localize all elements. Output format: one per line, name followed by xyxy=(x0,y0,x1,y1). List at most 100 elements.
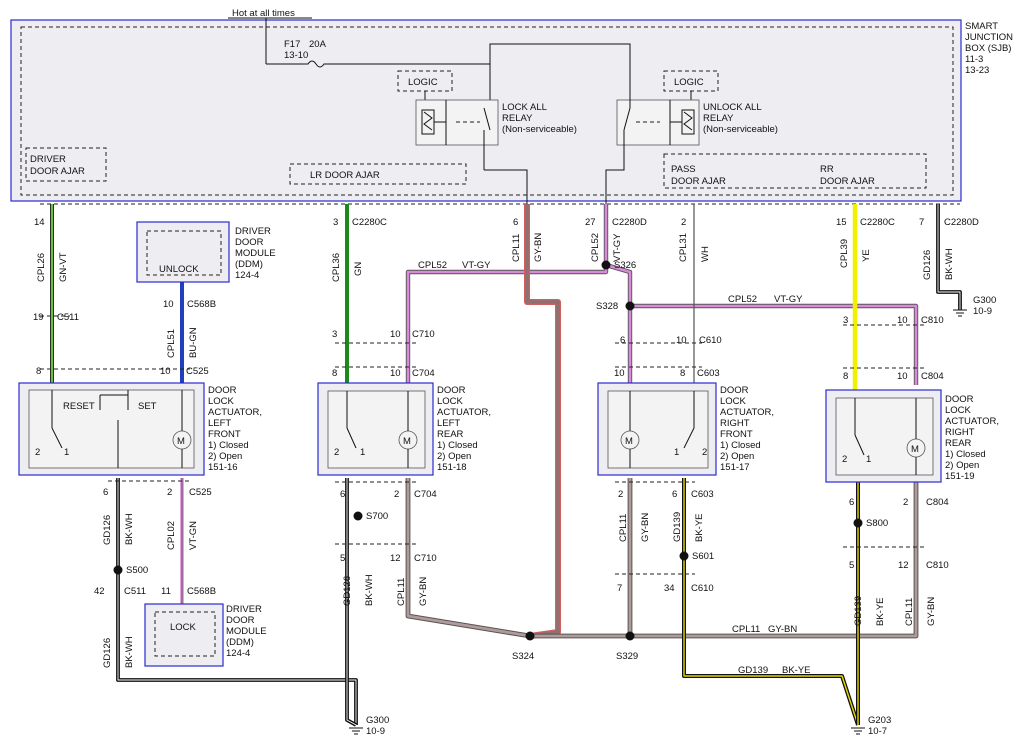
svg-text:7: 7 xyxy=(919,217,924,228)
svg-text:2) Open: 2) Open xyxy=(437,451,471,462)
svg-text:2) Open: 2) Open xyxy=(945,460,979,471)
svg-text:C810: C810 xyxy=(921,315,944,326)
svg-text:FRONT: FRONT xyxy=(720,429,753,440)
svg-text:C568B: C568B xyxy=(187,299,216,310)
svg-text:GD139: GD139 xyxy=(738,665,768,676)
wire-cpl11-bus xyxy=(530,478,918,638)
sjb-ref1: 11-3 xyxy=(965,54,983,65)
svg-text:8: 8 xyxy=(680,368,685,379)
svg-text:12: 12 xyxy=(390,553,401,564)
wire-cpl52-rr xyxy=(630,304,918,385)
svg-text:C804: C804 xyxy=(921,371,944,382)
svg-text:GN-VT: GN-VT xyxy=(58,252,69,282)
svg-text:ACTUATOR,: ACTUATOR, xyxy=(945,416,999,427)
svg-text:CPL02: CPL02 xyxy=(166,521,177,550)
sjb-ref2: 13-23 xyxy=(965,65,989,76)
svg-text:RIGHT: RIGHT xyxy=(720,418,750,429)
ddm-lock-label: LOCK xyxy=(170,622,197,633)
svg-text:M: M xyxy=(911,444,919,455)
svg-text:7: 7 xyxy=(617,583,622,594)
svg-text:CPL11: CPL11 xyxy=(511,234,522,262)
inline-connectors xyxy=(40,315,925,575)
svg-text:S329: S329 xyxy=(616,651,638,662)
svg-text:LR DOOR AJAR: LR DOOR AJAR xyxy=(310,170,380,181)
svg-text:2: 2 xyxy=(35,447,40,458)
fuse-f17: Hot at all times F17 20A 13-10 xyxy=(228,8,631,118)
connector-c2280c-rr: C2280C xyxy=(860,217,895,228)
svg-text:1) Closed: 1) Closed xyxy=(208,440,249,451)
sjb-inner-dashed xyxy=(20,26,954,196)
svg-text:G300: G300 xyxy=(366,715,389,726)
svg-text:1: 1 xyxy=(64,447,69,458)
ddm-lock-module: LOCK DRIVER DOOR MODULE (DDM) 124-4 xyxy=(144,603,267,667)
svg-text:10-9: 10-9 xyxy=(973,306,992,317)
svg-text:GY-BN: GY-BN xyxy=(926,597,937,626)
ground-g300-lower: G300 10-9 xyxy=(349,715,389,737)
svg-text:6: 6 xyxy=(103,487,108,498)
lock-all-relay: LOCK ALL RELAY (Non-serviceable) xyxy=(415,99,577,170)
svg-text:M: M xyxy=(177,436,185,447)
logic-left: LOGIC xyxy=(397,70,453,100)
svg-text:3: 3 xyxy=(332,329,337,340)
svg-text:C810: C810 xyxy=(926,560,949,571)
svg-text:REAR: REAR xyxy=(945,438,972,449)
svg-text:BK-YE: BK-YE xyxy=(694,513,705,542)
svg-text:DOOR: DOOR xyxy=(226,615,255,626)
svg-text:G203: G203 xyxy=(868,715,891,726)
logic-right: LOGIC xyxy=(663,70,719,100)
svg-text:2: 2 xyxy=(681,217,686,228)
actuator-right-rear: 2 1 M DOOR LOCK ACTUATOR, RIGHT REAR 1) … xyxy=(825,389,999,483)
actuator-left-rear: 2 1 M DOOR LOCK ACTUATOR, LEFT REAR 1) C… xyxy=(317,382,491,476)
ddm-unlock-module: UNLOCK DRIVER DOOR MODULE (DDM) 124-4 xyxy=(136,221,276,283)
svg-text:10: 10 xyxy=(390,368,401,379)
svg-text:12: 12 xyxy=(898,560,909,571)
svg-text:LOCK: LOCK xyxy=(208,396,235,407)
svg-text:GY-BN: GY-BN xyxy=(533,233,544,262)
svg-text:S601: S601 xyxy=(692,551,714,562)
svg-text:GN: GN xyxy=(353,262,364,276)
svg-text:LEFT: LEFT xyxy=(208,418,231,429)
svg-text:2: 2 xyxy=(394,489,399,500)
sjb-connector-pins: 14 3 C2280C 6 27 C2280D 2 15 C2280C 7 C2… xyxy=(34,203,979,228)
pin-labels: 19 C511 8 10 C568B 10 C525 3 10 C710 8 1… xyxy=(33,299,949,597)
svg-text:UNLOCK ALL: UNLOCK ALL xyxy=(703,102,762,113)
svg-text:MODULE: MODULE xyxy=(235,248,276,259)
svg-text:LOCK: LOCK xyxy=(720,396,747,407)
svg-text:DRIVER: DRIVER xyxy=(30,154,66,165)
splice-s700 xyxy=(353,511,363,521)
svg-text:LOCK ALL: LOCK ALL xyxy=(502,102,547,113)
svg-text:6: 6 xyxy=(340,489,345,500)
svg-text:C568B: C568B xyxy=(187,586,216,597)
svg-text:CPL51: CPL51 xyxy=(166,329,177,358)
svg-text:CPL11: CPL11 xyxy=(618,514,629,542)
svg-text:5: 5 xyxy=(340,553,345,564)
svg-text:6: 6 xyxy=(849,497,854,508)
svg-text:LOCK: LOCK xyxy=(945,405,972,416)
svg-text:RIGHT: RIGHT xyxy=(945,427,975,438)
svg-text:REAR: REAR xyxy=(437,429,464,440)
actuator-left-front: RESET SET 2 1 M DOOR LOCK ACTUATOR, LEFT… xyxy=(18,382,262,476)
svg-text:2) Open: 2) Open xyxy=(720,451,754,462)
svg-text:CPL52: CPL52 xyxy=(728,294,757,305)
svg-text:11: 11 xyxy=(161,586,171,597)
svg-text:C710: C710 xyxy=(412,329,435,340)
svg-text:BK-WH: BK-WH xyxy=(944,248,955,280)
svg-text:C704: C704 xyxy=(412,368,435,379)
svg-text:10: 10 xyxy=(163,299,174,310)
svg-text:151-16: 151-16 xyxy=(208,462,238,473)
svg-text:C603: C603 xyxy=(691,489,714,500)
svg-text:(DDM): (DDM) xyxy=(226,637,254,648)
svg-text:GY-BN: GY-BN xyxy=(768,624,797,635)
svg-text:RR: RR xyxy=(820,164,834,175)
svg-text:CPL11: CPL11 xyxy=(732,624,760,635)
wire-cpl11-main xyxy=(525,204,560,638)
svg-text:10: 10 xyxy=(897,371,908,382)
svg-text:DOOR: DOOR xyxy=(235,237,264,248)
svg-text:ACTUATOR,: ACTUATOR, xyxy=(208,407,262,418)
svg-text:3: 3 xyxy=(333,217,338,228)
svg-text:1) Closed: 1) Closed xyxy=(720,440,761,451)
svg-text:GY-BN: GY-BN xyxy=(418,577,429,606)
svg-text:DOOR AJAR: DOOR AJAR xyxy=(30,166,85,177)
svg-text:CPL11: CPL11 xyxy=(904,598,915,626)
svg-text:S324: S324 xyxy=(512,651,534,662)
